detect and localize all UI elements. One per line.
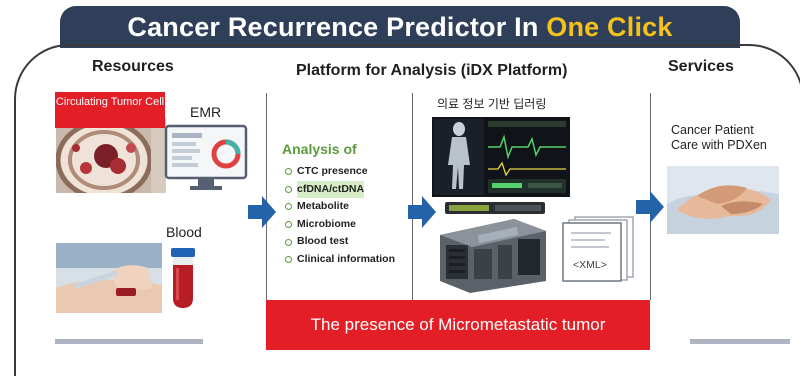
circle-bullet-icon <box>285 221 292 229</box>
outer-frame <box>14 44 800 376</box>
analysis-item: Metabolite <box>285 198 395 216</box>
bottom-bar-right <box>690 339 790 344</box>
blood-label: Blood <box>166 224 202 240</box>
analysis-item: cfDNA/ctDNA <box>285 180 395 199</box>
analysis-list: CTC presence cfDNA/ctDNA Metabolite Micr… <box>285 163 395 269</box>
page-title: Cancer Recurrence Predictor In <box>127 12 547 42</box>
xml-document-icon <box>562 216 634 282</box>
service-label: Cancer Patient Care with PDXen <box>671 123 767 152</box>
divider-middle <box>412 93 413 300</box>
blood-tube-icon <box>171 248 195 308</box>
emr-label: EMR <box>190 104 222 120</box>
holding-hands-image <box>667 166 779 234</box>
analysis-item: CTC presence <box>285 163 395 181</box>
analysis-item: Blood test <box>285 233 395 251</box>
arrow-right-icon-2 <box>408 196 436 228</box>
resources-header: Resources <box>92 58 174 75</box>
ctc-label: Circulating Tumor Cell <box>55 92 165 128</box>
bottom-bar-left <box>55 339 203 344</box>
arrow-right-icon-3 <box>636 191 664 223</box>
title-bar: Cancer Recurrence Predictor In One Click <box>60 6 740 48</box>
emr-monitor-icon <box>164 124 248 190</box>
circle-bullet-icon <box>285 185 292 193</box>
medical-monitor-screen <box>432 117 570 197</box>
gpu-card-icon <box>445 202 545 214</box>
circle-bullet-icon <box>285 238 292 246</box>
blood-draw-image <box>56 243 162 313</box>
platform-header: Platform for Analysis (iDX Platform) <box>296 62 568 79</box>
server-chassis-icon <box>440 219 546 293</box>
services-header: Services <box>668 58 734 75</box>
title-highlight: One Click <box>546 12 673 42</box>
analysis-item: Microbiome <box>285 216 395 234</box>
result-band: The presence of Micrometastatic tumor <box>266 300 650 350</box>
circle-bullet-icon <box>285 203 292 211</box>
circle-bullet-icon <box>285 168 292 176</box>
divider-left <box>266 93 267 300</box>
circle-bullet-icon <box>285 256 292 264</box>
analysis-item: Clinical information <box>285 251 395 269</box>
analysis-title: Analysis of <box>282 141 357 157</box>
deep-learning-label: 의료 정보 기반 딥러링 <box>437 97 547 111</box>
arrow-right-icon-1 <box>248 196 276 228</box>
xml-label: <XML> <box>573 259 607 271</box>
ctc-microscope-image <box>56 118 166 193</box>
